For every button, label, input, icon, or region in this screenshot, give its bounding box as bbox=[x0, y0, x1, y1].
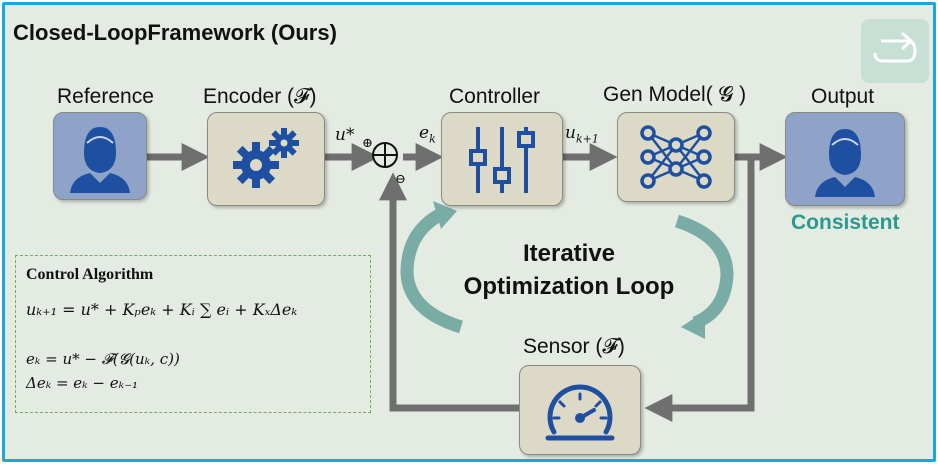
equation-error-delta: Δeₖ = eₖ − eₖ₋₁ bbox=[26, 374, 139, 392]
person-icon bbox=[70, 127, 130, 193]
reference-box bbox=[53, 112, 147, 200]
loop-icon bbox=[873, 31, 917, 63]
feedback-to-sensor bbox=[644, 157, 755, 422]
neural-network-icon bbox=[640, 125, 712, 189]
output-label: Output bbox=[811, 85, 875, 108]
sliders-icon bbox=[469, 127, 535, 193]
e-k-symbol: e bbox=[419, 123, 430, 143]
encoder-label: Encoder (𝓕) bbox=[203, 85, 317, 108]
e-k-label: ek bbox=[419, 123, 436, 145]
algorithm-title: Control Algorithm bbox=[26, 266, 154, 283]
control-algorithm-panel: Control Algorithm uₖ₊₁ = u* + Kₚeₖ + Kᵢ … bbox=[15, 255, 371, 413]
loop-arrow-left-head bbox=[433, 201, 457, 229]
output-box bbox=[785, 112, 905, 206]
controller-box bbox=[441, 112, 563, 206]
person-icon bbox=[815, 129, 875, 197]
u-star-label: u* bbox=[335, 125, 355, 145]
u-k1-label: uk+1 bbox=[565, 123, 599, 145]
feedback-to-sum bbox=[379, 172, 519, 412]
plus-sign: ⊕ bbox=[362, 136, 373, 151]
u-k1-symbol: u bbox=[565, 123, 576, 143]
summing-junction bbox=[371, 141, 399, 169]
sensor-label: Sensor (𝓕) bbox=[523, 335, 625, 358]
sum-icon bbox=[372, 142, 398, 168]
reference-label: Reference bbox=[57, 85, 154, 108]
diagram-title: Closed-LoopFramework (Ours) bbox=[13, 20, 337, 45]
encoder-box bbox=[207, 112, 325, 206]
gen-model-box bbox=[617, 112, 735, 202]
e-k-subscript: k bbox=[429, 132, 436, 146]
minus-sign: ⊖ bbox=[395, 172, 406, 187]
gauge-icon bbox=[545, 384, 615, 441]
equation-error: eₖ = u* − 𝓕(𝓖(uₖ, c)) bbox=[26, 350, 180, 368]
loop-button[interactable] bbox=[861, 19, 929, 83]
loop-arrow-left bbox=[400, 207, 464, 334]
consistent-status: Consistent bbox=[791, 211, 900, 234]
controller-label: Controller bbox=[449, 85, 541, 108]
loop-arrow-right-head bbox=[681, 311, 705, 339]
gen-model-label: Gen Model( 𝓖 ) bbox=[603, 83, 747, 106]
gears-icon bbox=[233, 128, 299, 188]
connection-lines bbox=[147, 143, 788, 422]
sensor-box bbox=[519, 365, 641, 455]
u-k1-subscript: k+1 bbox=[575, 132, 599, 146]
equation-control-law: uₖ₊₁ = u* + Kₚeₖ + Kᵢ ∑ eᵢ + KₓΔeₖ bbox=[26, 300, 298, 319]
loop-label-line2: Optimization Loop bbox=[463, 273, 675, 300]
loop-label-line1: Iterative bbox=[522, 240, 616, 267]
loop-label: Iterative Optimization Loop bbox=[445, 237, 693, 303]
loop-arrow-right bbox=[674, 214, 734, 330]
